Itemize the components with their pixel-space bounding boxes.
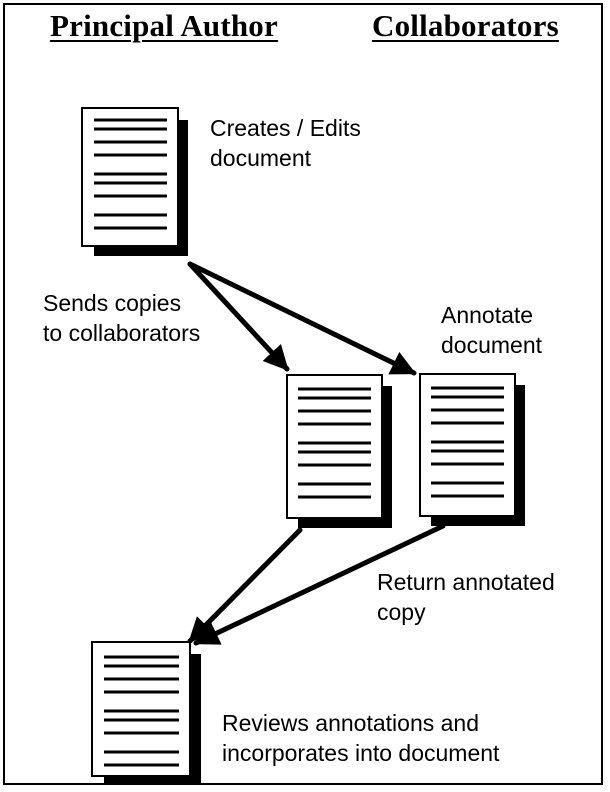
arrow-icon [187,261,417,376]
creates-edits-line-1: Creates / Edits [210,115,361,141]
document-icon [286,374,392,528]
return-annotated-label: Return annotated copy [377,567,555,627]
document-icon [81,107,188,256]
creates-edits-line-2: document [210,145,312,171]
return-line-2: copy [377,599,426,625]
collaborators-heading: Collaborators [372,8,559,43]
reviews-annotations-label: Reviews annotations and incorporates int… [222,708,499,768]
annotate-line-1: Annotate [441,302,534,328]
sends-copies-label: Sends copies to collaborators [43,288,200,348]
annotate-document-label: Annotate document [441,300,542,360]
arrow-icon [187,527,303,644]
sends-copies-line-2: to collaborators [43,320,201,346]
arrow-icon [193,523,446,646]
principal-author-heading: Principal Author [50,8,278,43]
sends-copies-line-1: Sends copies [43,290,182,316]
reviews-line-2: incorporates into document [222,740,500,766]
reviews-line-1: Reviews annotations and [222,710,479,736]
annotate-line-2: document [441,332,543,358]
document-icon [419,373,525,526]
document-icon [91,641,201,784]
arrow-icon [187,261,290,372]
return-line-1: Return annotated [377,569,555,595]
creates-edits-label: Creates / Edits document [210,113,361,173]
